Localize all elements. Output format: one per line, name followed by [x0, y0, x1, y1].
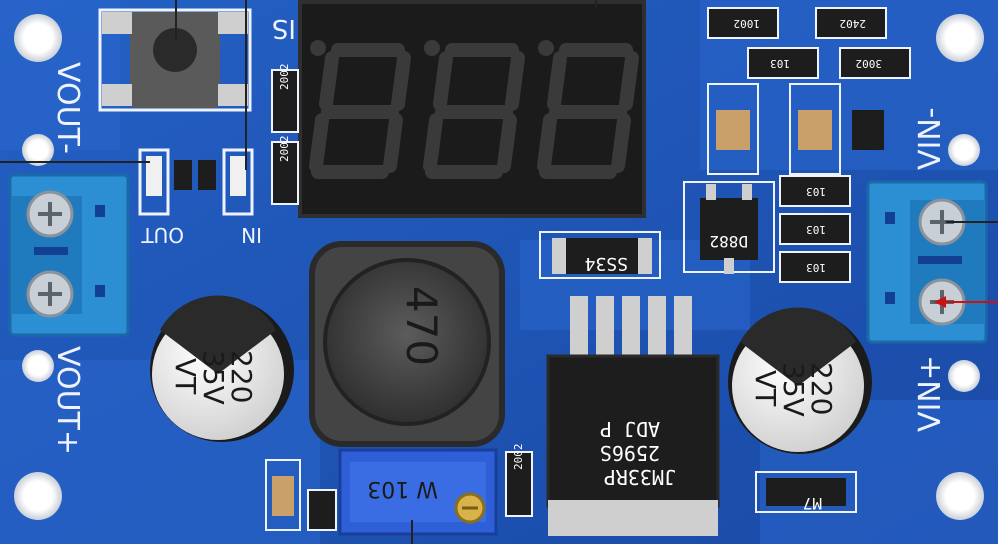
- transistor-marking: D882: [709, 232, 748, 251]
- via-left-bottom: [22, 350, 54, 382]
- leader-vin-plus-arrow-icon: [934, 296, 946, 308]
- label-out: OUT: [141, 223, 184, 247]
- label-vout-plus: VOUT+: [50, 346, 85, 455]
- svg-text:2596S: 2596S: [600, 441, 660, 465]
- status-leds: [138, 148, 254, 216]
- diode-marking: SS34: [585, 253, 628, 274]
- mounting-holes: [14, 14, 984, 520]
- terminal-block-input: [866, 180, 988, 344]
- label-vout-minus: VOUT-: [50, 62, 85, 154]
- svg-text:103: 103: [806, 185, 826, 198]
- diode-ss34: [539, 231, 661, 279]
- smd-resistors-left: [271, 69, 299, 205]
- display-digits: [309, 43, 639, 179]
- transistor-d882: [683, 181, 775, 274]
- capacitor-left: [150, 295, 294, 442]
- capacitor-right: [728, 307, 872, 454]
- smd-parts-bottom: [265, 451, 857, 531]
- svg-text:2002: 2002: [278, 64, 291, 91]
- svg-text:103: 103: [770, 57, 790, 70]
- svg-text:ADJ P: ADJ P: [600, 417, 660, 441]
- terminal-block-output: [8, 173, 130, 337]
- resistor-markings: 1002 2402 103 3002 2002 2002 103 103 103…: [278, 17, 882, 470]
- cap-right-markings: 220 35V VT: [749, 362, 838, 417]
- mounting-hole-bottom-right: [936, 472, 984, 520]
- svg-text:3002: 3002: [856, 57, 883, 70]
- seven-segment-display: [298, 0, 646, 218]
- schottky-marking: M7: [803, 494, 822, 513]
- svg-text:2402: 2402: [840, 17, 867, 30]
- regulator-markings: JM33RP 2596S ADJ P: [600, 417, 676, 489]
- inductor-marking: 470: [397, 286, 446, 366]
- svg-text:220: 220: [225, 350, 258, 403]
- svg-text:1002: 1002: [734, 17, 761, 30]
- trimmer-marking: W 103: [367, 476, 438, 501]
- mounting-hole-top-left: [14, 14, 62, 62]
- svg-text:VT: VT: [169, 358, 202, 395]
- trimmer-potentiometer: [338, 448, 498, 536]
- svg-text:220: 220: [805, 362, 838, 415]
- regulator-ic: [546, 296, 720, 536]
- svg-text:103: 103: [806, 223, 826, 236]
- label-in: IN: [241, 223, 262, 247]
- cap-left-markings: 220 35V VT: [169, 350, 258, 405]
- label-is: IS: [272, 13, 296, 43]
- svg-text:VT: VT: [749, 370, 782, 407]
- via-right-bottom: [948, 360, 980, 392]
- via-right-top: [948, 134, 980, 166]
- mounting-hole-bottom-left: [14, 472, 62, 520]
- svg-text:JM33RP: JM33RP: [604, 465, 676, 489]
- svg-text:2002: 2002: [278, 136, 291, 163]
- svg-text:35V: 35V: [197, 350, 230, 405]
- smd-resistors-right: [779, 175, 851, 283]
- label-vin-plus: VIN+: [913, 355, 948, 432]
- svg-text:2002: 2002: [512, 444, 525, 471]
- label-vin-minus: VIN-: [913, 107, 948, 170]
- svg-text:35V: 35V: [777, 362, 810, 417]
- smd-resistors-top-right: [707, 7, 911, 175]
- inductor-470: [309, 241, 505, 447]
- via-left-top: [22, 134, 54, 166]
- mounting-hole-top-right: [936, 14, 984, 62]
- svg-text:103: 103: [806, 261, 826, 274]
